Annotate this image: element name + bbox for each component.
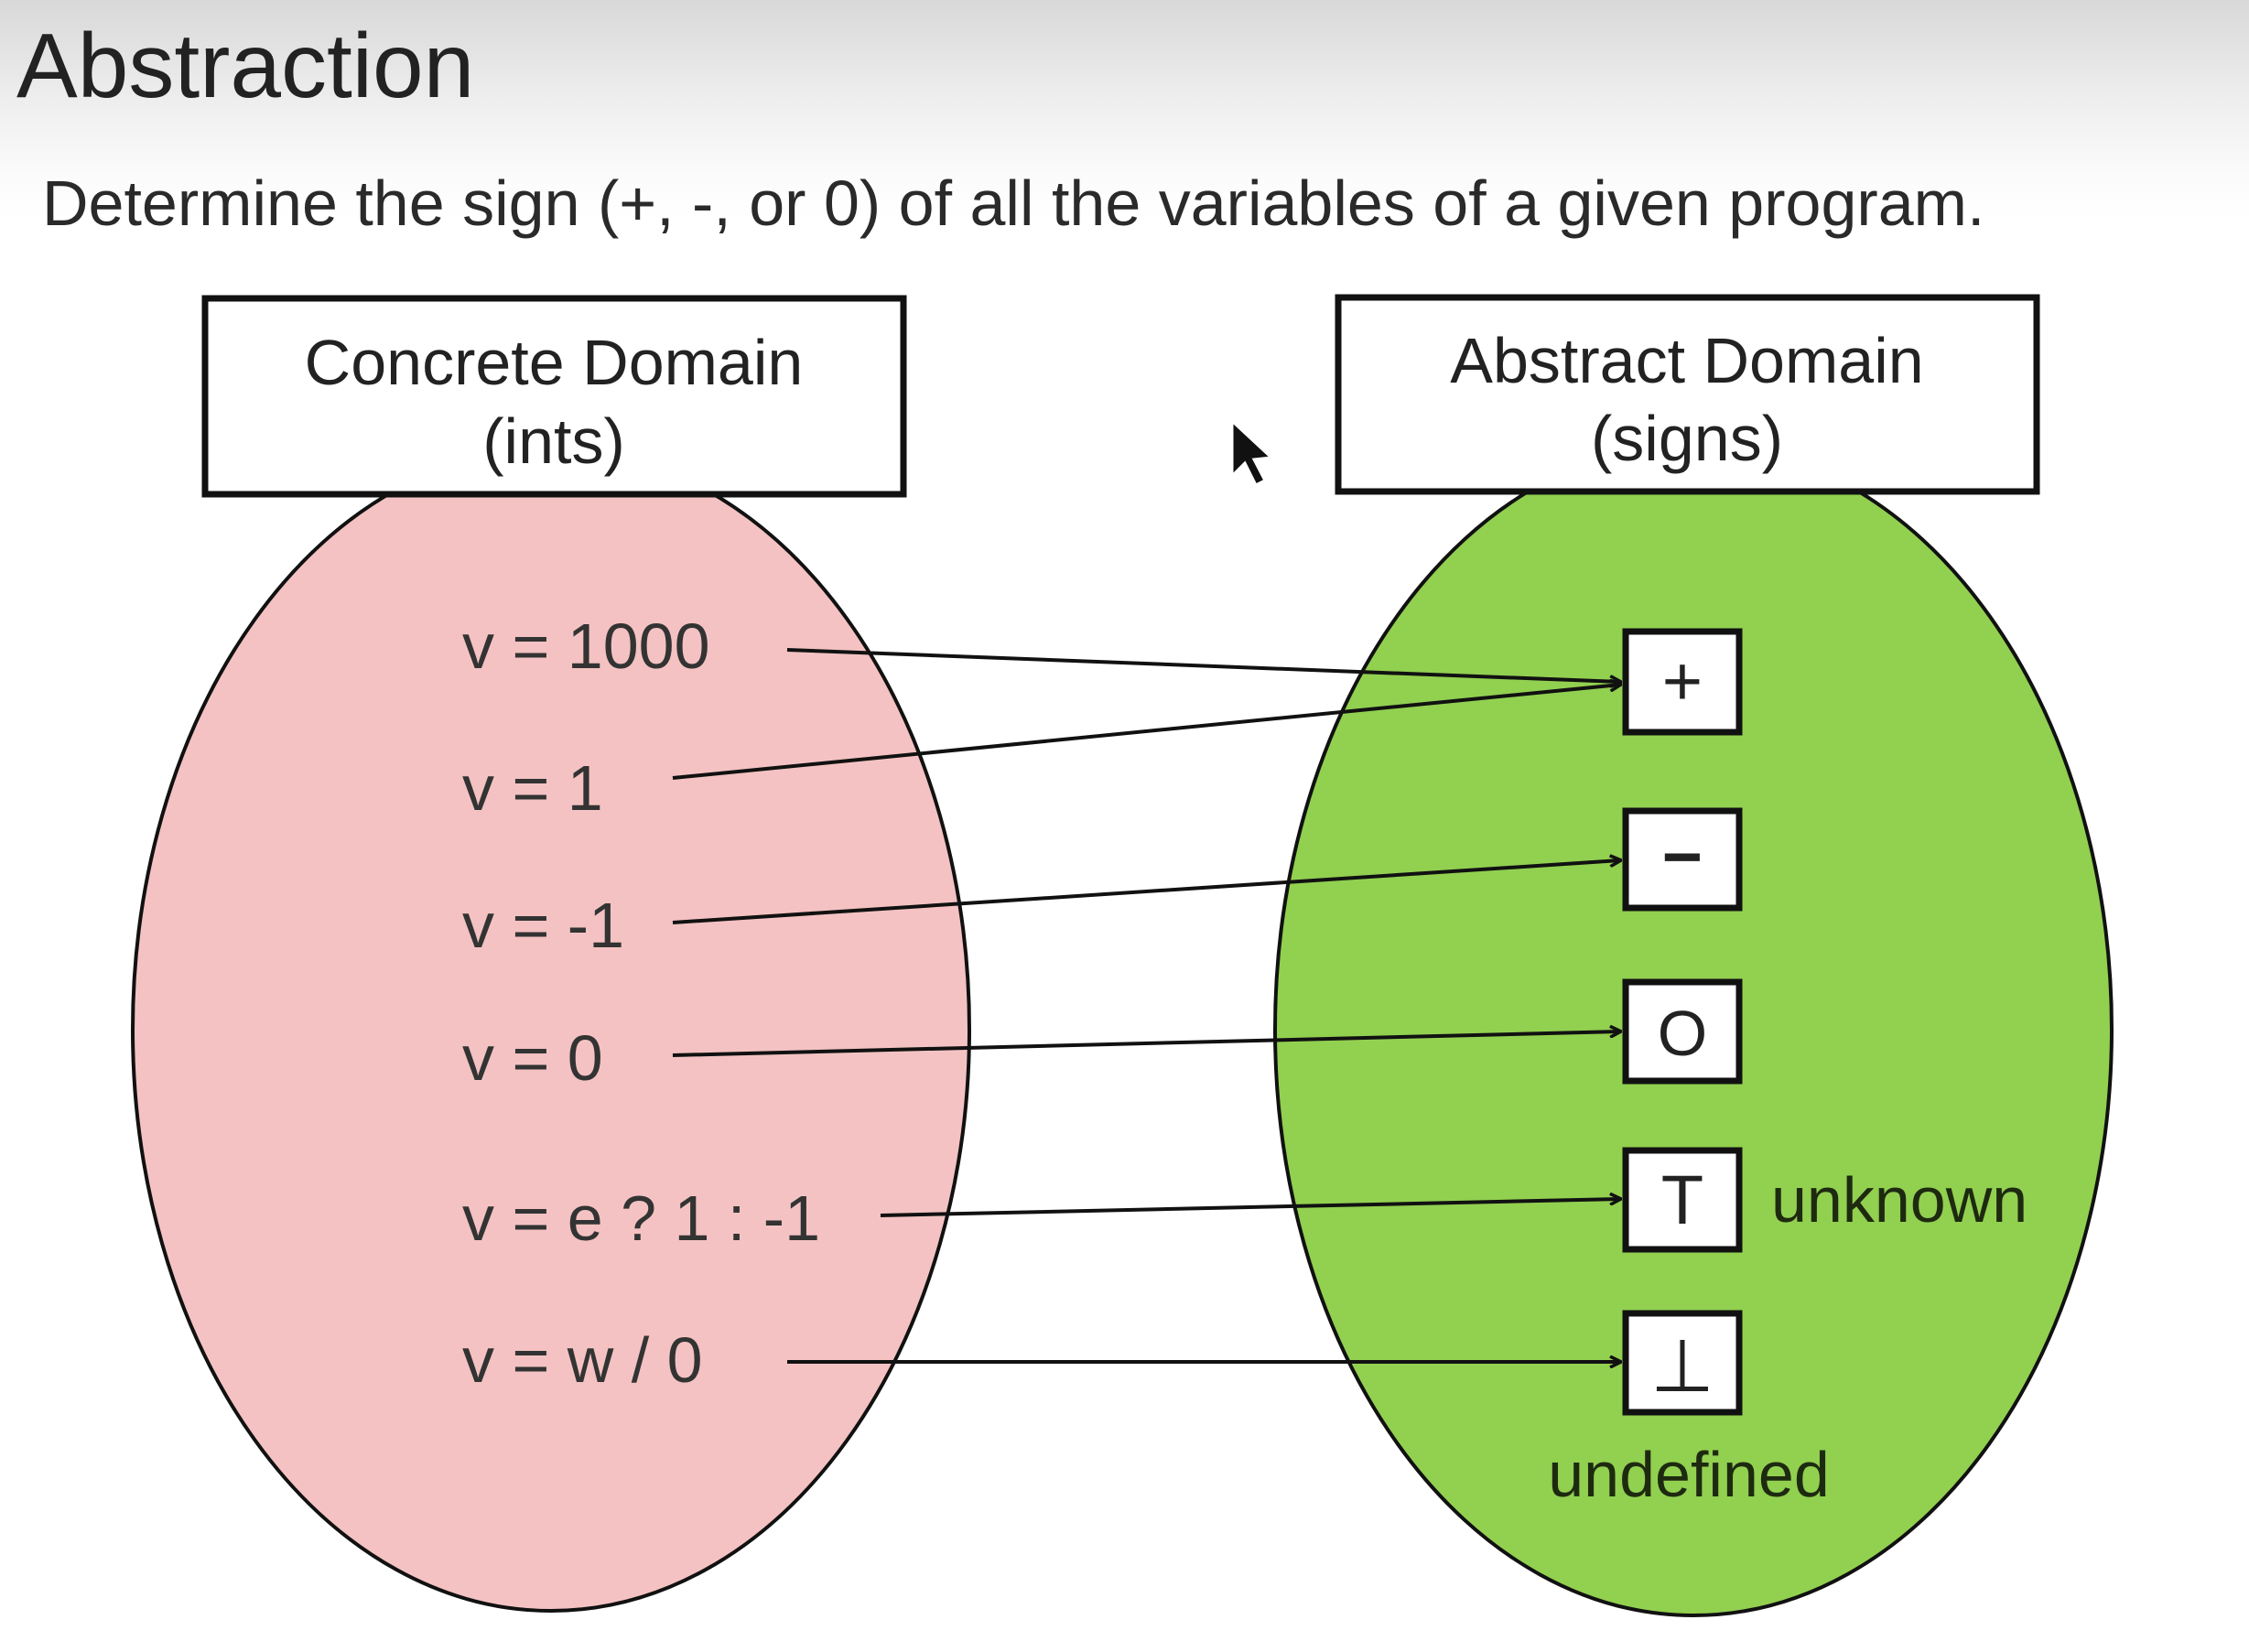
sign-top: T xyxy=(1622,1147,1743,1253)
abstract-domain-title: Abstract Domain xyxy=(1450,325,1923,396)
mapping-arrows xyxy=(672,648,1620,1362)
sign-bottom: ⊥ xyxy=(1622,1310,1743,1416)
unknown-label: unknown xyxy=(1771,1164,2027,1236)
arrow-e-to-top xyxy=(880,1199,1620,1217)
concrete-values: v = 1000 v = 1 v = -1 v = 0 v = e ? 1 : … xyxy=(462,610,820,1396)
concrete-value: v = e ? 1 : -1 xyxy=(462,1182,820,1254)
sign-zero: O xyxy=(1622,978,1743,1085)
abstract-domain-subtitle: (signs) xyxy=(1591,403,1783,474)
slide-title: Abstraction xyxy=(16,15,475,117)
concrete-value: v = 1000 xyxy=(462,610,710,682)
zero-icon: O xyxy=(1658,998,1707,1069)
sign-minus: − xyxy=(1622,807,1743,912)
concrete-domain-title: Concrete Domain xyxy=(305,327,804,398)
concrete-domain-subtitle: (ints) xyxy=(482,405,625,477)
plus-icon: + xyxy=(1662,642,1703,720)
concrete-value: v = 0 xyxy=(462,1022,603,1094)
concrete-value: v = 1 xyxy=(462,752,603,824)
slide-subtitle: Determine the sign (+, -, or 0) of all t… xyxy=(42,167,1985,239)
arrow-1-to-plus xyxy=(672,685,1620,780)
mouse-cursor-icon xyxy=(1230,417,1275,488)
arrow-0-to-zero xyxy=(672,1031,1620,1057)
concrete-domain-header: Concrete Domain (ints) xyxy=(201,295,907,498)
abstract-domain-header: Abstract Domain (signs) xyxy=(1335,294,2040,495)
arrow-1000-to-plus xyxy=(786,648,1620,682)
sign-plus: + xyxy=(1622,628,1743,736)
undefined-label: undefined xyxy=(1548,1439,1830,1510)
arrow-neg1-to-minus xyxy=(672,860,1620,924)
minus-icon: − xyxy=(1662,818,1703,896)
concrete-value: v = -1 xyxy=(462,890,624,961)
top-icon: T xyxy=(1661,1161,1703,1239)
bottom-icon: ⊥ xyxy=(1650,1325,1714,1407)
concrete-value: v = w / 0 xyxy=(462,1324,703,1396)
